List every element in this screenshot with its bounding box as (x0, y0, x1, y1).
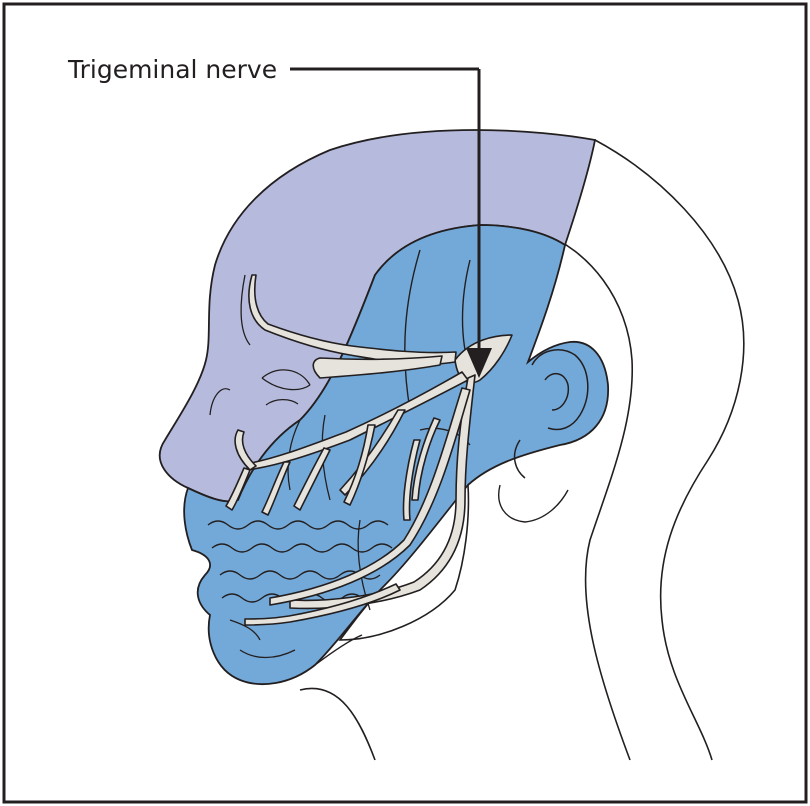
trigeminal-nerve-label: Trigeminal nerve (67, 55, 277, 84)
